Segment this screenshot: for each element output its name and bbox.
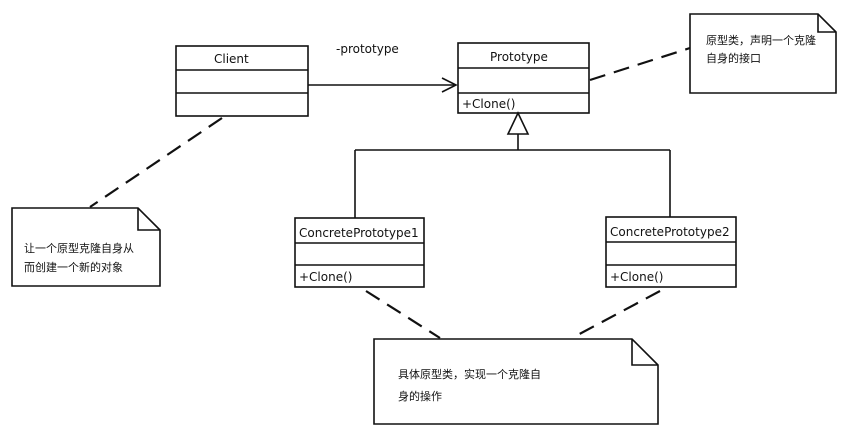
inheritance-triangle: [506, 111, 530, 135]
concrete-prototype1-name: ConcretePrototype1: [299, 226, 419, 240]
client-note-line-2: 而创建一个新的对象: [24, 260, 123, 274]
prototype-clone-operation: +Clone(): [462, 97, 515, 111]
client-class: Client: [175, 45, 309, 117]
association-client-prototype: -prototype: [308, 42, 458, 93]
client-note-connector: [89, 117, 223, 208]
prototype-note-box: [689, 13, 837, 94]
prototype-class: Prototype +Clone(): [457, 42, 590, 114]
prototype-note-folded-corner: [817, 14, 836, 33]
generalization-tree: [354, 111, 671, 218]
client-note-box: [11, 207, 161, 287]
association-arrowhead: [441, 77, 458, 93]
prototype-note-line-1: 原型类，声明一个克隆: [706, 33, 816, 47]
concrete-prototype2-class: ConcretePrototype2 +Clone(): [605, 216, 737, 288]
concrete-prototype2-box: [605, 216, 737, 288]
prototype-note-line-2: 自身的接口: [706, 51, 761, 65]
concrete-note: 具体原型类，实现一个克隆自 身的操作: [365, 290, 661, 425]
prototype-note-connector: [589, 46, 691, 82]
concrete-prototype1-class: ConcretePrototype1 +Clone(): [294, 217, 425, 288]
client-class-name: Client: [214, 52, 249, 66]
concrete-note-connector-left: [365, 290, 441, 339]
client-note: 让一个原型克隆自身从 而创建一个新的对象: [11, 117, 223, 287]
concrete-prototype1-clone-operation: +Clone(): [299, 270, 352, 284]
client-note-folded-corner: [137, 208, 160, 231]
concrete-note-connector-right: [571, 290, 661, 339]
concrete-prototype2-clone-operation: +Clone(): [610, 270, 663, 284]
prototype-class-box: [457, 42, 590, 114]
client-class-box: [175, 45, 309, 117]
prototype-class-name: Prototype: [490, 50, 548, 64]
concrete-note-line-2: 身的操作: [398, 389, 442, 403]
prototype-note: 原型类，声明一个克隆 自身的接口: [589, 13, 837, 94]
client-note-line-1: 让一个原型克隆自身从: [24, 241, 134, 255]
concrete-prototype2-name: ConcretePrototype2: [610, 225, 730, 239]
association-role-label: -prototype: [336, 42, 399, 56]
concrete-prototype1-box: [294, 217, 425, 288]
concrete-note-folded-corner: [631, 339, 658, 366]
concrete-note-box: [373, 338, 659, 425]
concrete-note-line-1: 具体原型类，实现一个克隆自: [398, 367, 541, 381]
